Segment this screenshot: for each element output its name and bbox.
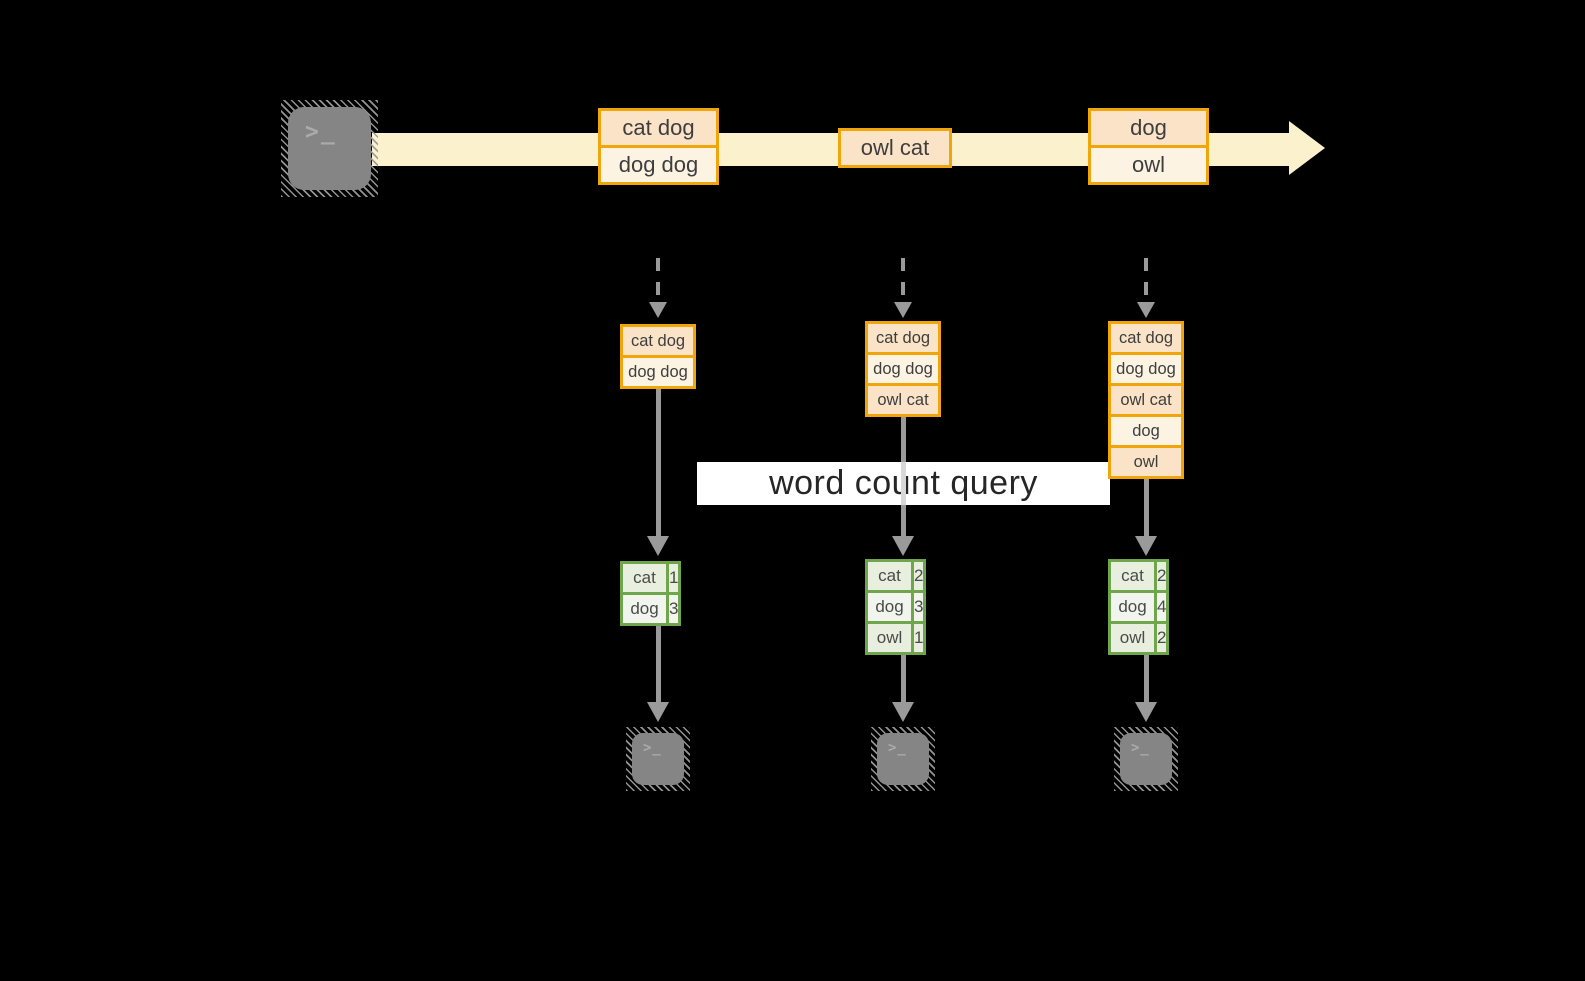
count-value-cell: 4 xyxy=(1157,597,1167,616)
event-line: owl cat xyxy=(841,131,949,165)
buffer-row: cat dog xyxy=(623,327,693,355)
stream-event-2: owl cat xyxy=(838,128,952,168)
buffer-row: dog xyxy=(1111,414,1181,445)
event-line: dog dog xyxy=(601,145,716,182)
event-line: dog xyxy=(1091,111,1206,145)
output-arrow-line xyxy=(901,655,906,702)
table-row: dog 4 xyxy=(1111,590,1167,621)
terminal-body: >_ xyxy=(1120,733,1172,785)
count-word-cell: owl xyxy=(1111,624,1157,652)
count-word-cell: owl xyxy=(868,624,914,652)
buffer-stack-1: cat dog dog dog xyxy=(620,324,696,389)
table-row: cat 2 xyxy=(1111,562,1167,590)
query-arrow-head-icon xyxy=(647,536,669,556)
count-value-cell: 2 xyxy=(914,566,924,585)
source-terminal-icon: >_ xyxy=(281,100,378,197)
table-row: dog 3 xyxy=(623,592,679,623)
dashed-arrow-line xyxy=(901,258,905,302)
table-row: cat 2 xyxy=(868,562,924,590)
query-arrow-line xyxy=(1144,479,1149,536)
stream-event-3: dog owl xyxy=(1088,108,1209,185)
terminal-prompt-icon: >_ xyxy=(888,740,907,756)
event-line: cat dog xyxy=(601,111,716,145)
buffer-row: owl xyxy=(1111,445,1181,476)
count-word-cell: dog xyxy=(1111,593,1157,621)
count-value-cell: 2 xyxy=(1157,566,1167,585)
count-value-cell: 1 xyxy=(914,628,924,647)
count-value-cell: 3 xyxy=(669,599,679,618)
terminal-prompt-icon: >_ xyxy=(305,119,337,145)
output-arrow-line xyxy=(1144,655,1149,702)
count-table-2: cat 2 dog 3 owl 1 xyxy=(865,559,927,655)
query-arrow-head-icon xyxy=(1135,536,1157,556)
count-value-cell: 1 xyxy=(669,568,679,587)
count-table-1: cat 1 dog 3 xyxy=(620,561,682,626)
output-arrow-head-icon xyxy=(1135,702,1157,722)
buffer-row: dog dog xyxy=(1111,352,1181,383)
query-arrow-head-icon xyxy=(892,536,914,556)
terminal-body: >_ xyxy=(288,107,371,190)
output-arrow-head-icon xyxy=(647,702,669,722)
dashed-arrow-head-icon xyxy=(649,302,667,318)
count-word-cell: cat xyxy=(868,562,914,590)
count-word-cell: cat xyxy=(1111,562,1157,590)
query-arrow-line xyxy=(656,389,661,536)
dashed-arrow-line xyxy=(1144,258,1148,302)
table-row: cat 1 xyxy=(623,564,679,592)
buffer-row: dog dog xyxy=(623,355,693,386)
buffer-row: cat dog xyxy=(1111,324,1181,352)
buffer-row: cat dog xyxy=(868,324,938,352)
terminal-body: >_ xyxy=(632,733,684,785)
stream-arrow-head-icon xyxy=(1289,121,1325,175)
count-table-3: cat 2 dog 4 owl 2 xyxy=(1108,559,1170,655)
buffer-stack-3: cat dog dog dog owl cat dog owl xyxy=(1108,321,1184,479)
terminal-prompt-icon: >_ xyxy=(643,740,662,756)
query-arrow-line-over-band xyxy=(901,462,906,505)
output-terminal-icon: >_ xyxy=(1114,727,1178,791)
count-word-cell: dog xyxy=(868,593,914,621)
output-arrow-head-icon xyxy=(892,702,914,722)
dashed-arrow-line xyxy=(656,258,660,302)
table-row: owl 1 xyxy=(868,621,924,652)
terminal-body: >_ xyxy=(877,733,929,785)
output-terminal-icon: >_ xyxy=(626,727,690,791)
buffer-stack-2: cat dog dog dog owl cat xyxy=(865,321,941,417)
buffer-row: dog dog xyxy=(868,352,938,383)
stream-event-1: cat dog dog dog xyxy=(598,108,719,185)
dashed-arrow-head-icon xyxy=(894,302,912,318)
output-arrow-line xyxy=(656,626,661,702)
table-row: dog 3 xyxy=(868,590,924,621)
count-value-cell: 2 xyxy=(1157,628,1167,647)
table-row: owl 2 xyxy=(1111,621,1167,652)
terminal-prompt-icon: >_ xyxy=(1131,740,1150,756)
count-word-cell: dog xyxy=(623,595,669,623)
event-line: owl xyxy=(1091,145,1206,182)
count-word-cell: cat xyxy=(623,564,669,592)
buffer-row: owl cat xyxy=(868,383,938,414)
output-terminal-icon: >_ xyxy=(871,727,935,791)
count-value-cell: 3 xyxy=(914,597,924,616)
dashed-arrow-head-icon xyxy=(1137,302,1155,318)
buffer-row: owl cat xyxy=(1111,383,1181,414)
